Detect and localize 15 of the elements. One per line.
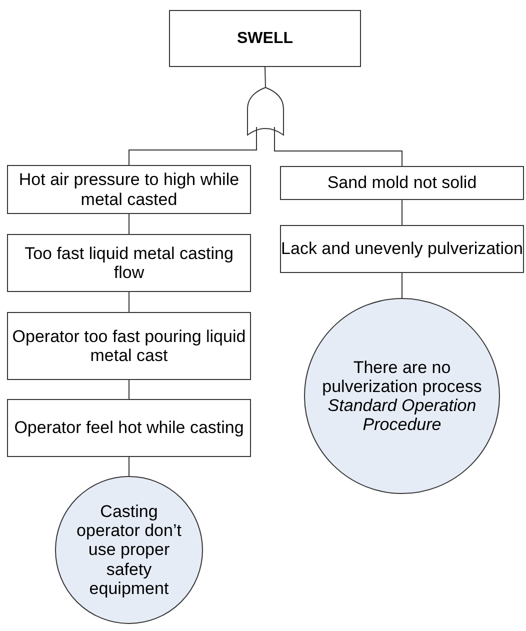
event-box: Operator feel hot while casting: [7, 399, 251, 457]
connector-line: [128, 456, 130, 476]
connector-line: [128, 214, 130, 234]
basic-event-circle: Casting operator don’t use proper safety equipment: [55, 476, 203, 624]
connector-line: [264, 66, 266, 88]
connector-line: [128, 292, 130, 312]
event-box: Too fast liquid metal casting flow: [7, 234, 251, 292]
or-gate-symbol: [247, 87, 284, 136]
basic-event-circle: There are no pulverization process Standard Operation Procedure: [304, 298, 500, 494]
event-box: Sand mold not solid: [280, 166, 524, 200]
event-box: SWELL: [169, 10, 361, 67]
event-box: Lack and unevenly pulverization: [280, 225, 524, 273]
event-box: Hot air pressure to high while metal casted: [7, 165, 251, 214]
event-box: Operator too fast pouring liquid metal cast: [7, 312, 251, 380]
connector-line: [128, 380, 130, 400]
